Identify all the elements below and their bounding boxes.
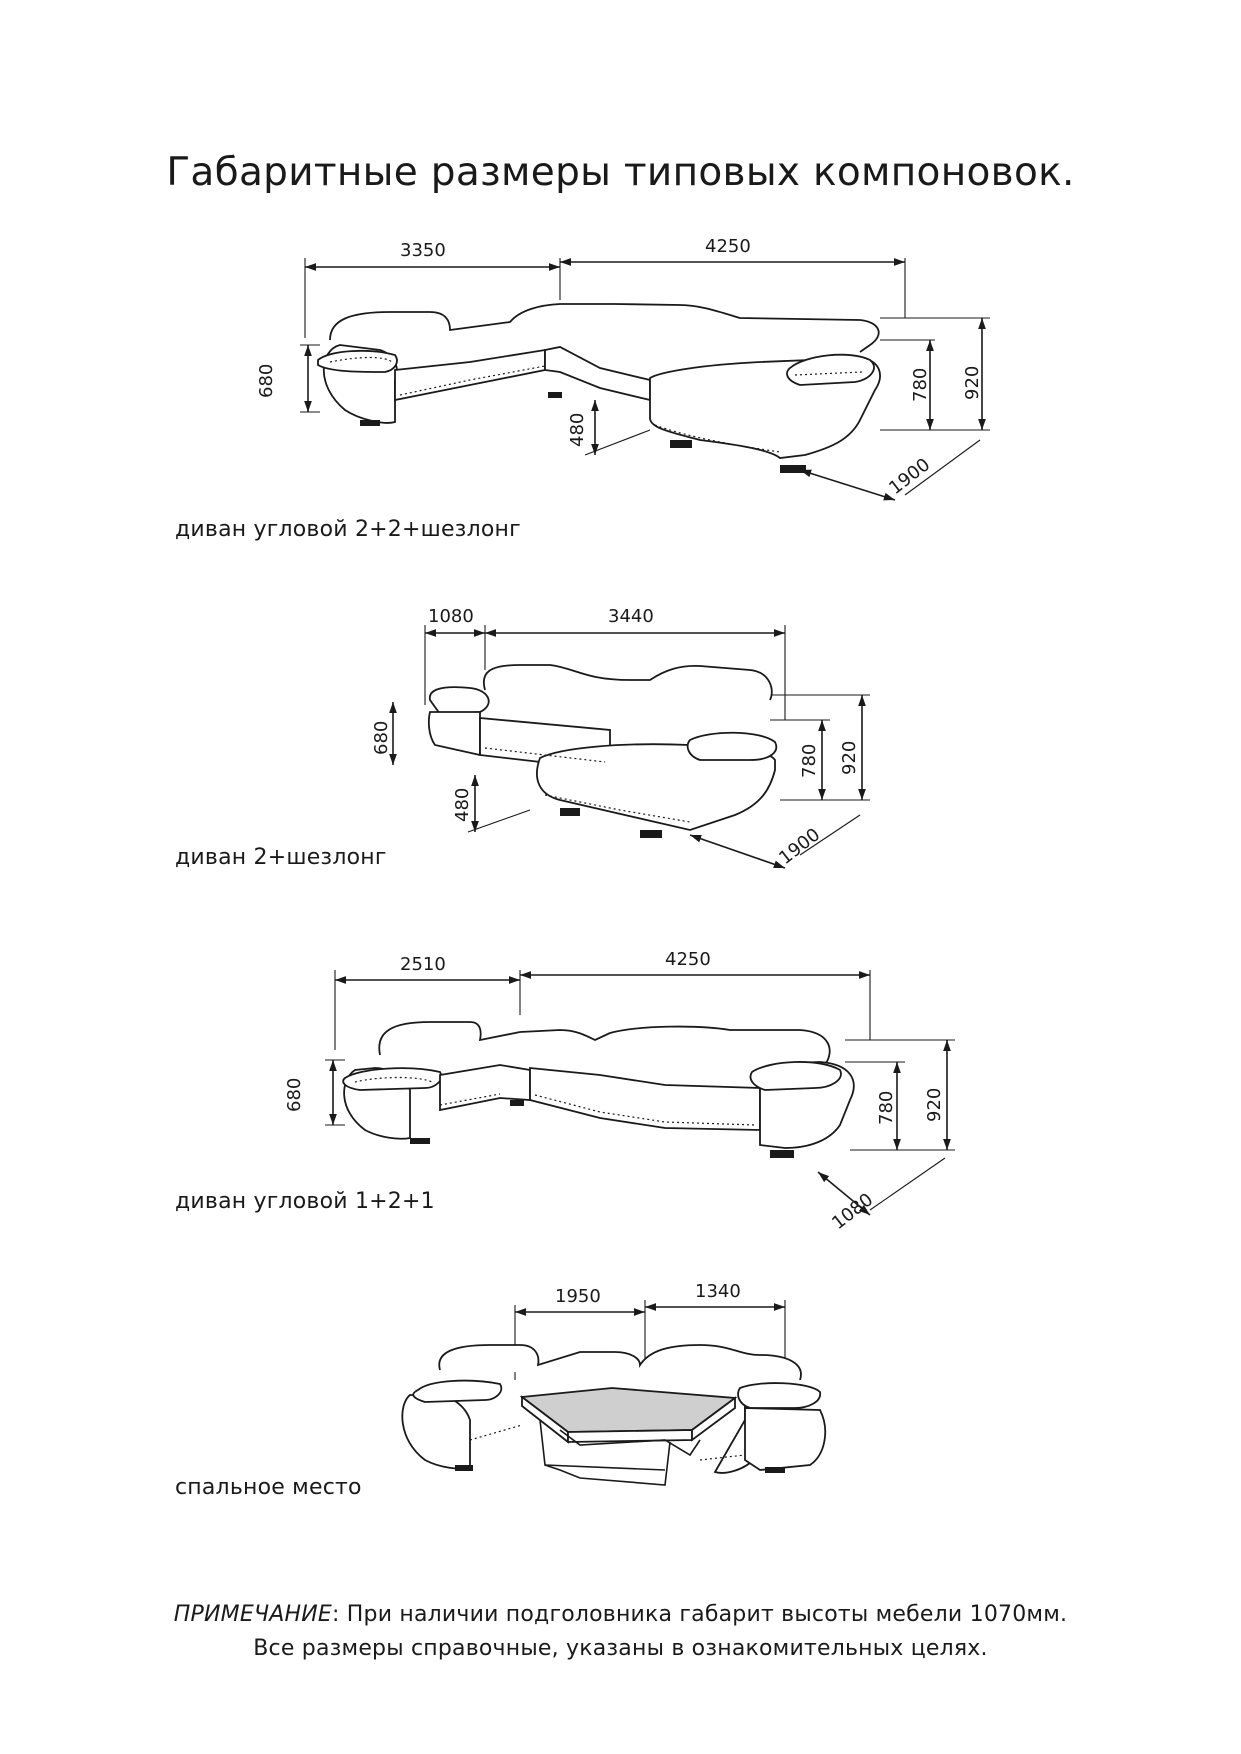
- l1-dim-seat-height: 480: [567, 413, 588, 447]
- l1-dim-height-total: 920: [962, 366, 983, 400]
- layout-3-drawing: 2510 4250 680 780 920 1080: [284, 949, 955, 1234]
- l3-dim-back-height: 680: [284, 1078, 305, 1112]
- l2-dim-height-arm: 780: [799, 744, 820, 778]
- footnote: ПРИМЕЧАНИЕ: При наличии подголовника габ…: [0, 1598, 1241, 1666]
- l1-dim-top-left: 3350: [400, 240, 446, 261]
- l3-dim-height-arm: 780: [876, 1091, 897, 1125]
- caption-layout-1: диван угловой 2+2+шезлонг: [175, 517, 521, 542]
- l1-dim-back-height: 680: [256, 364, 277, 398]
- l2-dim-depth: 1900: [775, 824, 824, 869]
- layout-4-drawing: 1950 1340: [401, 1281, 827, 1486]
- page-title: Габаритные размеры типовых компоновок.: [166, 150, 1075, 195]
- l3-dim-depth: 1080: [828, 1189, 877, 1234]
- l2-dim-back-height: 680: [371, 721, 392, 755]
- l4-dim-top-right: 1340: [695, 1281, 741, 1302]
- l3-dim-top-right: 4250: [665, 949, 711, 970]
- caption-layout-3: диван угловой 1+2+1: [175, 1189, 435, 1214]
- footnote-line-1: ПРИМЕЧАНИЕ: При наличии подголовника габ…: [0, 1598, 1241, 1632]
- l3-dim-height-total: 920: [924, 1088, 945, 1122]
- l4-dim-top-left: 1950: [555, 1286, 601, 1307]
- l2-dim-seat-height: 480: [452, 788, 473, 822]
- l1-dim-top-right: 4250: [705, 236, 751, 257]
- l3-dim-top-left: 2510: [400, 954, 446, 975]
- l1-dim-height-arm: 780: [910, 368, 931, 402]
- layout-1-drawing: 3350 4250 680 480 780 920 1900: [256, 236, 990, 501]
- footnote-line-2: Все размеры справочные, указаны в ознако…: [253, 1636, 988, 1661]
- footnote-text-1: : При наличии подголовника габарит высот…: [331, 1602, 1068, 1627]
- l2-dim-height-total: 920: [839, 741, 860, 775]
- caption-layout-2: диван 2+шезлонг: [175, 845, 387, 870]
- l2-dim-top-right: 3440: [608, 606, 654, 627]
- layout-2-drawing: 1080 3440 680 480 780 920 1900: [371, 606, 870, 869]
- footnote-label: ПРИМЕЧАНИЕ: [173, 1602, 332, 1627]
- l2-dim-top-left: 1080: [428, 606, 474, 627]
- caption-layout-4: спальное место: [175, 1475, 362, 1500]
